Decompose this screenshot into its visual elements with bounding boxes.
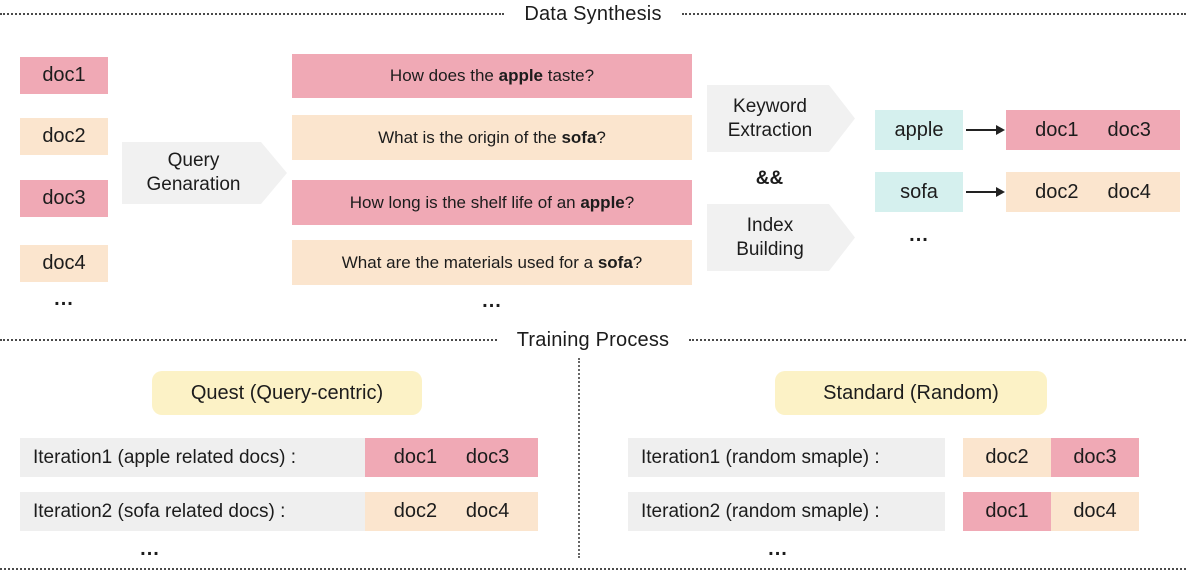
quest-title-box: Quest (Query-centric) — [152, 371, 422, 415]
doc-chip-doc4: doc4 — [20, 245, 108, 282]
quest-iteration1-docs: doc1 doc3 — [365, 438, 538, 477]
standard-iteration2-doc4: doc4 — [1051, 492, 1139, 531]
standard-iteration1-doc2: doc2 — [963, 438, 1051, 477]
quest-iteration2-docs: doc2 doc4 — [365, 492, 538, 531]
section-title-data-synthesis: Data Synthesis — [524, 2, 662, 25]
standard-iteration1-label: Iteration1 (random smaple) : — [628, 438, 945, 477]
index-keyword-apple: apple — [875, 110, 963, 150]
data-synthesis-header: Data Synthesis — [0, 2, 1186, 26]
query-generation-arrow: Query Genaration — [122, 142, 287, 204]
keyword-extraction-label-line1: Keyword — [733, 95, 807, 117]
query-generation-label-line2: Genaration — [146, 174, 241, 195]
index-building-arrow: Index Building — [707, 204, 855, 271]
index-docs-sofa: doc2 doc4 — [1006, 172, 1180, 212]
right-arrow-icon — [966, 125, 1005, 135]
training-process-header: Training Process — [0, 328, 1186, 352]
query-keyword: sofa — [597, 252, 633, 272]
doc-chip-doc2: doc2 — [20, 118, 108, 155]
query-text: How does the apple taste? — [389, 66, 595, 85]
query-text: How long is the shelf life of an apple? — [349, 192, 635, 212]
index-doc: doc2 — [1035, 180, 1079, 203]
docs-ellipsis: ... — [54, 288, 74, 310]
queries-ellipsis: ... — [482, 290, 502, 312]
doc-chip-doc1: doc1 — [20, 57, 108, 94]
standard-iteration2-label: Iteration2 (random smaple) : — [628, 492, 945, 531]
dotted-divider — [0, 13, 505, 15]
standard-iteration1-doc3: doc3 — [1051, 438, 1139, 477]
keyword-extraction-label-line2: Extraction — [727, 119, 813, 141]
query-keyword: sofa — [561, 127, 597, 147]
dotted-divider — [689, 339, 1186, 341]
query-box-3: How long is the shelf life of an apple? — [292, 180, 692, 225]
index-building-label-line1: Index — [746, 214, 794, 236]
index-building-label-line2: Building — [736, 238, 804, 260]
doc-chip-doc3: doc3 — [20, 180, 108, 217]
query-keyword: apple — [580, 192, 625, 212]
dotted-divider — [0, 339, 497, 341]
index-doc: doc4 — [1107, 180, 1151, 203]
standard-ellipsis: ... — [768, 538, 788, 560]
standard-title-box: Standard (Random) — [775, 371, 1047, 415]
index-keyword-sofa: sofa — [875, 172, 963, 212]
query-text: What are the materials used for a sofa? — [341, 252, 643, 272]
query-keyword: apple — [498, 66, 544, 85]
index-doc: doc3 — [1107, 118, 1151, 141]
iteration-doc: doc1 — [393, 446, 438, 468]
dotted-divider — [681, 13, 1186, 15]
query-box-4: What are the materials used for a sofa? — [292, 240, 692, 285]
quest-iteration1-label: Iteration1 (apple related docs) : — [20, 438, 365, 477]
right-arrow-icon — [966, 187, 1005, 197]
iteration-doc: doc3 — [465, 446, 510, 468]
query-box-1: How does the apple taste? — [292, 54, 692, 98]
query-generation-label-line1: Query — [167, 150, 220, 172]
index-doc: doc1 — [1035, 118, 1079, 141]
quest-iteration2-label: Iteration2 (sofa related docs) : — [20, 492, 365, 531]
vertical-dotted-divider — [578, 358, 580, 558]
query-text: What is the origin of the sofa? — [378, 127, 606, 147]
standard-iteration2-doc1: doc1 — [963, 492, 1051, 531]
query-box-2: What is the origin of the sofa? — [292, 115, 692, 160]
iteration-doc: doc4 — [465, 500, 510, 522]
keyword-extraction-arrow: Keyword Extraction — [707, 85, 855, 152]
index-ellipsis: ... — [909, 224, 929, 246]
and-operator: && — [755, 168, 784, 189]
quest-ellipsis: ... — [140, 538, 160, 560]
index-docs-apple: doc1 doc3 — [1006, 110, 1180, 150]
section-title-training-process: Training Process — [516, 328, 670, 351]
bottom-dotted-border — [0, 568, 1186, 570]
iteration-doc: doc2 — [393, 500, 438, 522]
